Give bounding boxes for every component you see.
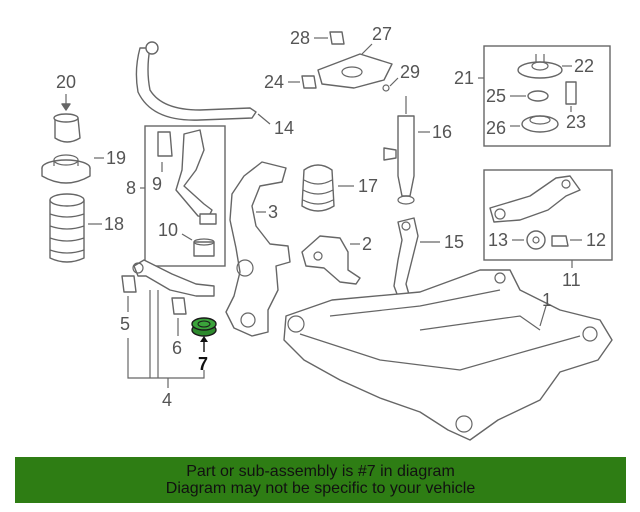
group-11-box: 11 13 12 bbox=[483, 169, 613, 290]
callout-16: 16 bbox=[432, 122, 452, 142]
callout-29: 29 bbox=[400, 62, 420, 82]
callout-10: 10 bbox=[158, 220, 178, 240]
callout-26: 26 bbox=[486, 118, 506, 138]
part-3-knuckle: 3 bbox=[225, 161, 291, 337]
callout-7: 7 bbox=[198, 354, 208, 374]
callout-8: 8 bbox=[126, 178, 136, 198]
part-27-mount-bracket: 27 bbox=[317, 24, 393, 89]
lower-arm bbox=[121, 259, 215, 315]
callout-24: 24 bbox=[264, 72, 284, 92]
callout-4: 4 bbox=[162, 390, 172, 410]
callout-27: 27 bbox=[372, 24, 392, 44]
callout-15: 15 bbox=[444, 232, 464, 252]
callout-28: 28 bbox=[290, 28, 310, 48]
callout-23: 23 bbox=[566, 112, 586, 132]
part-19-spring-seat: 19 bbox=[41, 148, 126, 184]
callout-13: 13 bbox=[488, 230, 508, 250]
callout-14: 14 bbox=[274, 118, 294, 138]
callout-18: 18 bbox=[104, 214, 124, 234]
info-banner: Part or sub-assembly is #7 in diagram Di… bbox=[15, 457, 626, 503]
part-24-bushing: 24 bbox=[264, 72, 317, 92]
part-20-bump-stop: 20 bbox=[53, 72, 81, 143]
part-15-link: 15 bbox=[393, 217, 464, 303]
part-14-stabilizer-bar: 14 bbox=[135, 41, 294, 138]
callout-1: 1 bbox=[542, 290, 552, 310]
callout-17: 17 bbox=[358, 176, 378, 196]
callout-25: 25 bbox=[486, 86, 506, 106]
part-17-spring-boot: 17 bbox=[301, 164, 378, 212]
part-1-subframe: 1 bbox=[283, 269, 613, 441]
callout-2: 2 bbox=[362, 234, 372, 254]
callout-20: 20 bbox=[56, 72, 76, 92]
parts-diagram: 20 19 18 14 27 28 24 bbox=[41, 24, 613, 441]
callouts-4-5-6-leads: 5 6 4 bbox=[120, 290, 205, 410]
callout-3: 3 bbox=[268, 202, 278, 222]
callout-6: 6 bbox=[172, 338, 182, 358]
banner-line-2: Diagram may not be specific to your vehi… bbox=[165, 480, 476, 497]
callout-5: 5 bbox=[120, 314, 130, 334]
callout-19: 19 bbox=[106, 148, 126, 168]
part-28-nut: 28 bbox=[290, 28, 345, 48]
part-16-strut: 16 bbox=[383, 96, 452, 205]
group-21-box: 21 22 25 23 26 bbox=[454, 45, 611, 147]
callout-21: 21 bbox=[454, 68, 474, 88]
part-2-bracket: 2 bbox=[301, 234, 372, 285]
part-29-clip: 29 bbox=[382, 62, 420, 92]
banner-line-1: Part or sub-assembly is #7 in diagram bbox=[186, 463, 455, 480]
part-7-highlighted: 7 bbox=[191, 317, 217, 374]
callout-22: 22 bbox=[574, 56, 594, 76]
group-8-box: 8 9 10 bbox=[126, 125, 226, 267]
callout-12: 12 bbox=[586, 230, 606, 250]
callout-9: 9 bbox=[152, 174, 162, 194]
callout-11: 11 bbox=[562, 270, 581, 290]
part-18-dust-boot: 18 bbox=[49, 193, 124, 263]
